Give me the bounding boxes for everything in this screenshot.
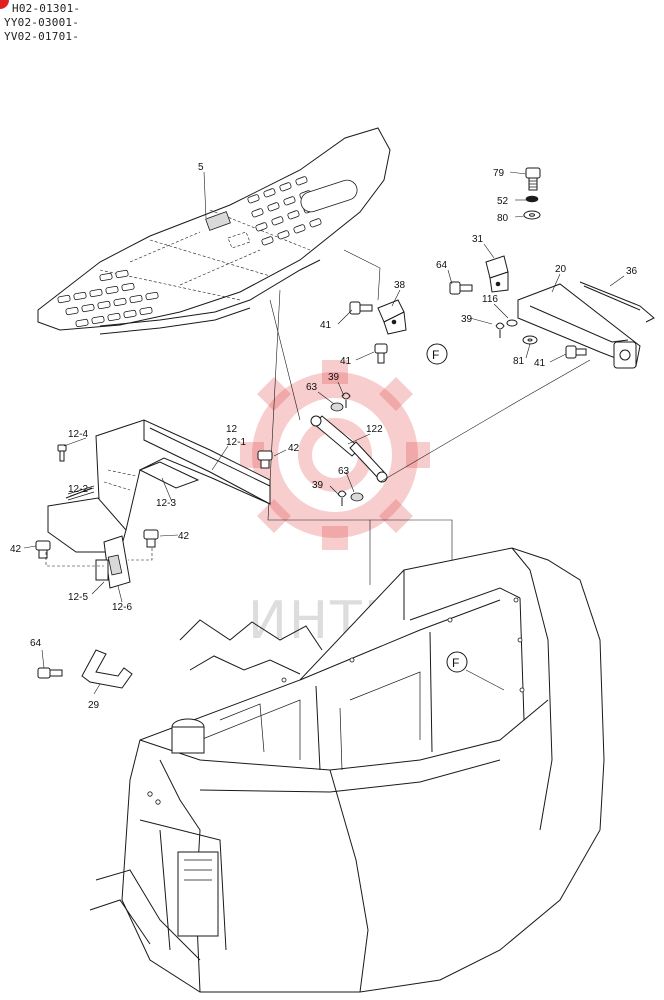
callout-12-3: 12-3: [156, 498, 176, 509]
callout-20: 20: [555, 264, 567, 275]
bolt-79: [525, 167, 541, 191]
clip-39-mid: [341, 392, 351, 408]
callout-12-4: 12-4: [68, 429, 88, 440]
callout-42-left: 42: [10, 544, 22, 555]
bolt-41-mid: [374, 343, 388, 364]
handle-29: [81, 649, 133, 689]
callout-5: 5: [198, 162, 204, 173]
callout-12: 12: [226, 424, 238, 435]
callout-29: 29: [88, 700, 100, 711]
callout-52: 52: [497, 196, 509, 207]
floor-slots-left: [57, 269, 159, 328]
callout-63-lower: 63: [338, 466, 350, 477]
callout-31: 31: [472, 234, 484, 245]
callout-39-mid: 39: [328, 372, 340, 383]
serial-line-2: YY02-03001-: [4, 16, 80, 29]
callout-12-5: 12-5: [68, 592, 88, 603]
bolt-41-left: [349, 301, 373, 315]
bolt-64-upper: [449, 281, 473, 295]
callout-38: 38: [394, 280, 406, 291]
callout-64-upper: 64: [436, 260, 448, 271]
floor-panel: [37, 127, 391, 335]
callout-42-right: 42: [178, 531, 190, 542]
callout-41-left: 41: [320, 320, 332, 331]
washer-63-upper: [330, 402, 344, 412]
callout-42-top: 42: [288, 443, 300, 454]
hinge-bracket-assembly: [377, 255, 655, 369]
bolt-41-right: [565, 345, 587, 359]
bolt-42-top: [257, 450, 273, 469]
bolt-64-lower: [37, 667, 63, 679]
callout-36: 36: [626, 266, 638, 277]
gas-spring-122: [310, 415, 388, 483]
callout-122: 122: [366, 424, 383, 435]
callout-12-2: 12-2: [68, 484, 88, 495]
washer-63-lower: [350, 492, 364, 502]
callout-63-upper: 63: [306, 382, 318, 393]
side-cover-12: [47, 419, 271, 589]
callout-labels: 5 79 52 80 31 64 20 36 38 116 39 41 41 8…: [10, 162, 638, 711]
callout-12-6: 12-6: [112, 602, 132, 613]
serial-line-1: H02-01301-: [12, 2, 81, 15]
svg-text:F: F: [432, 348, 439, 362]
callout-80: 80: [497, 213, 509, 224]
clip-39-upper: [495, 322, 505, 338]
leader-lines: [23, 171, 625, 695]
callout-41-right: 41: [534, 358, 546, 369]
callout-39-lower: 39: [312, 480, 324, 491]
callout-64-lower: 64: [30, 638, 42, 649]
washer-52: [525, 195, 539, 203]
callout-12-1: 12-1: [226, 437, 246, 448]
clip-39-lower: [337, 490, 347, 506]
ref-f-lower: F: [446, 651, 505, 691]
serial-line-3: YV02-01701-: [4, 30, 80, 43]
callout-116: 116: [482, 294, 498, 305]
callout-81: 81: [513, 356, 525, 367]
washer-116: [506, 319, 518, 327]
machine-frame: [89, 547, 605, 993]
callout-39-upper: 39: [461, 314, 473, 325]
ref-f-upper: F: [426, 343, 448, 365]
svg-text:F: F: [452, 656, 459, 670]
callout-79: 79: [493, 168, 505, 179]
red-corner-mark: [0, 0, 9, 9]
screw-12-4: [57, 444, 67, 462]
bolt-42-left: [35, 540, 51, 559]
callout-41-mid: 41: [340, 356, 352, 367]
bolt-42-right: [143, 529, 159, 548]
